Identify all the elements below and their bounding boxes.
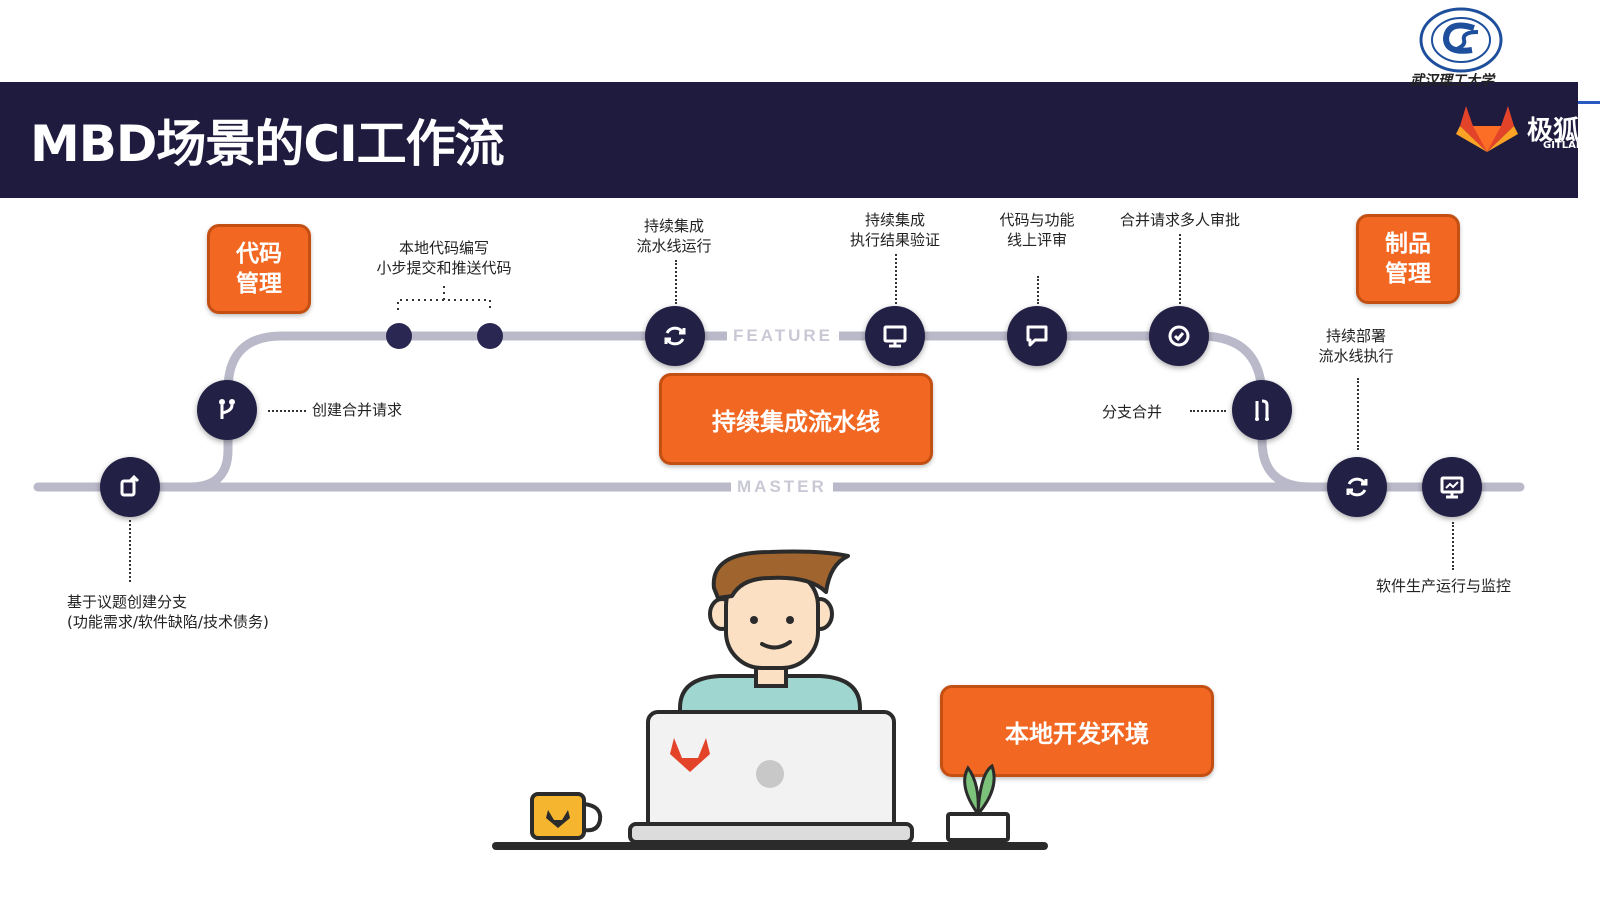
leader-line bbox=[129, 520, 131, 582]
mr-approval-caption: 合并请求多人审批 bbox=[1119, 211, 1240, 229]
ci-verify-caption-2: 执行结果验证 bbox=[849, 231, 940, 249]
monitoring-node bbox=[1422, 457, 1482, 517]
leader-line bbox=[1452, 522, 1454, 570]
leader-line bbox=[1179, 234, 1181, 304]
refresh-icon bbox=[664, 326, 686, 346]
leader-line bbox=[1190, 410, 1226, 412]
desk-surface bbox=[492, 842, 1048, 850]
create-branch-node bbox=[100, 457, 160, 517]
create-branch-caption-1: 基于议题创建分支 bbox=[67, 593, 188, 611]
developer-illustration bbox=[492, 549, 1048, 850]
leader-line bbox=[1037, 276, 1039, 304]
cd-run-caption-2: 流水线执行 bbox=[1318, 347, 1394, 365]
mr-approval-node bbox=[1149, 306, 1209, 366]
leader-line bbox=[895, 254, 897, 304]
leader-line bbox=[675, 260, 677, 304]
ci-verify-caption-1: 持续集成 bbox=[864, 211, 925, 229]
brand-subtitle: GITLAB bbox=[1543, 140, 1584, 151]
brand-name: 极狐 bbox=[1527, 116, 1580, 146]
create-mr-node bbox=[197, 380, 257, 440]
coffee-mug-icon bbox=[530, 792, 603, 840]
artifact-management-box: 制品 管理 bbox=[1356, 214, 1460, 304]
leader-line bbox=[1357, 378, 1359, 450]
code-review-caption-2: 线上评审 bbox=[1006, 231, 1067, 249]
branch-merge-node bbox=[1232, 380, 1292, 440]
university-seal-icon bbox=[1419, 7, 1503, 73]
university-name: 武汉理工大学 bbox=[1410, 73, 1494, 89]
ci-pipeline-box: 持续集成流水线 bbox=[659, 373, 933, 465]
create-branch-caption-2: (功能需求/软件缺陷/技术债务) bbox=[67, 613, 269, 631]
dashboard-icon bbox=[1440, 476, 1464, 499]
potted-plant-icon bbox=[946, 763, 1010, 842]
local-env-box: 本地开发环境 bbox=[940, 685, 1214, 777]
title-banner bbox=[0, 82, 1578, 198]
ci-run-node bbox=[645, 306, 705, 366]
commit-dot bbox=[477, 323, 503, 349]
commit-dot bbox=[386, 323, 412, 349]
gitlab-fox-logo-icon bbox=[1456, 106, 1518, 152]
branch-create-icon bbox=[120, 474, 140, 497]
code-review-node bbox=[1007, 306, 1067, 366]
ci-verify-node bbox=[865, 306, 925, 366]
code-management-box: 代码 管理 bbox=[207, 224, 311, 314]
monitor-icon bbox=[883, 325, 907, 348]
local-code-caption-1: 本地代码编写 bbox=[398, 239, 489, 257]
cd-run-caption-1: 持续部署 bbox=[1325, 327, 1386, 345]
create-mr-caption: 创建合并请求 bbox=[312, 401, 403, 419]
gitlab-fox-icon bbox=[670, 738, 710, 772]
edge-accent-line bbox=[1578, 101, 1600, 104]
ci-run-caption-2: 流水线运行 bbox=[636, 237, 712, 255]
developer-figure bbox=[678, 549, 862, 730]
branch-merge-caption: 分支合并 bbox=[1102, 403, 1163, 421]
merge-icon bbox=[1255, 399, 1269, 421]
ci-run-caption-1: 持续集成 bbox=[643, 217, 704, 235]
local-code-caption-2: 小步提交和推送代码 bbox=[376, 259, 512, 277]
feature-track-label: FEATURE bbox=[727, 326, 840, 346]
check-icon bbox=[1168, 325, 1190, 347]
comment-icon bbox=[1026, 325, 1048, 347]
cd-run-node bbox=[1327, 457, 1387, 517]
commit-bracket bbox=[397, 299, 491, 310]
page-title: MBD场景的CI工作流 bbox=[30, 115, 505, 173]
refresh-icon bbox=[1346, 477, 1368, 497]
fork-icon bbox=[219, 399, 235, 419]
laptop bbox=[628, 710, 914, 844]
master-track-label: MASTER bbox=[731, 477, 833, 497]
code-review-caption-1: 代码与功能 bbox=[999, 211, 1075, 229]
leader-line bbox=[268, 410, 306, 412]
monitoring-caption: 软件生产运行与监控 bbox=[1376, 577, 1512, 595]
